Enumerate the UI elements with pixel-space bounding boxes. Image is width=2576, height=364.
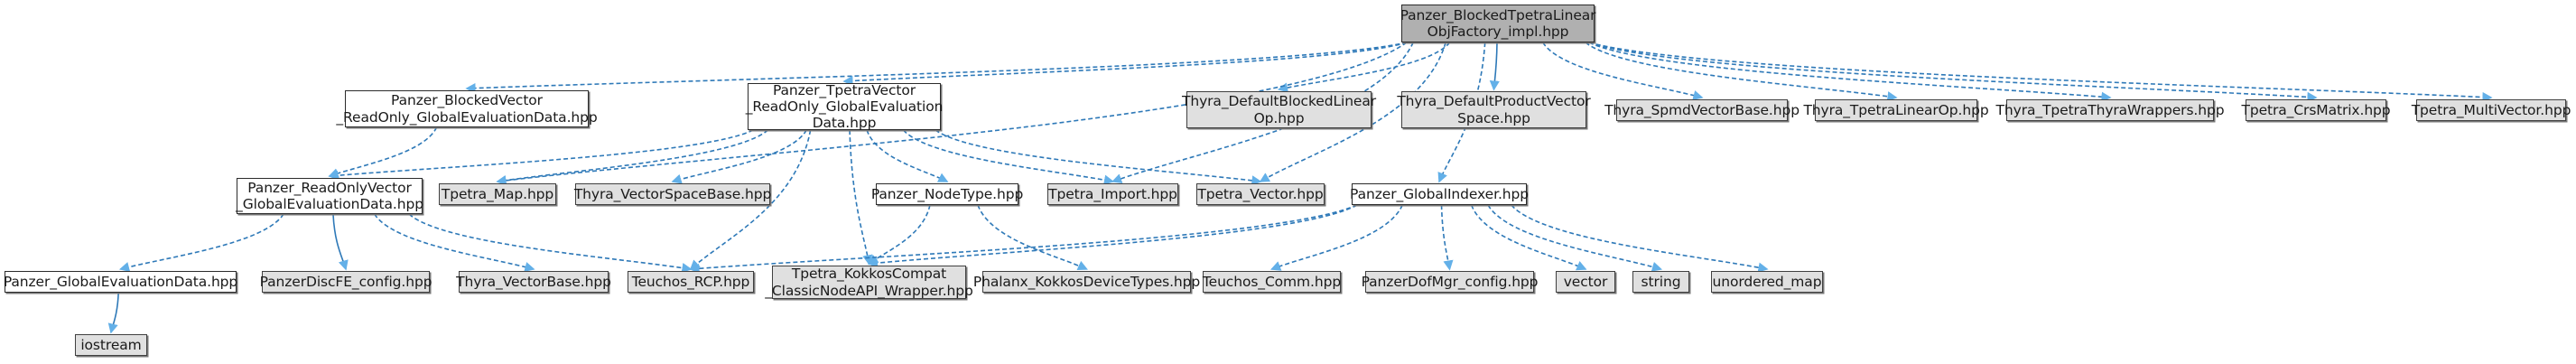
graph-node-dofmgrconfig[interactable]: PanzerDofMgr_config.hpp (1362, 271, 1539, 293)
graph-node-tpetraimport[interactable]: Tpetra_Import.hpp (1047, 183, 1178, 205)
graph-edge (935, 129, 1262, 186)
graph-edge (866, 129, 949, 182)
graph-node-kokkosdev[interactable]: Phalanx_KokkosDeviceTypes.hpp (973, 271, 1200, 293)
graph-edge (408, 213, 693, 274)
graph-edge (1277, 42, 1451, 93)
graph-node-nodetype[interactable]: Panzer_NodeType.hpp (871, 183, 1023, 205)
graph-node-thyradefprod[interactable]: Thyra_DefaultProductVector Space.hpp (1397, 91, 1591, 128)
graph-node-teuchoscomm[interactable]: Teuchos_Comm.hpp (1203, 271, 1341, 293)
graph-edge (1487, 204, 1663, 272)
graph-node-vectorbase[interactable]: Thyra_VectorBase.hpp (456, 271, 611, 293)
graph-node-multivector[interactable]: Tpetra_MultiVector.hpp (2412, 99, 2571, 121)
graph-edge (1270, 204, 1403, 271)
graph-node-blockedvec[interactable]: Panzer_BlockedVector _ReadOnly_GlobalEva… (336, 90, 598, 127)
graph-edge (496, 129, 769, 186)
graph-edge (842, 42, 1408, 87)
graph-node-kokkoscompat[interactable]: Tpetra_KokkosCompat _ClassicNodeAPI_Wrap… (765, 266, 973, 299)
graph-edge (1470, 204, 1587, 271)
graph-edge (671, 129, 807, 184)
graph-edge (689, 204, 1358, 274)
graph-edge (328, 129, 754, 181)
graph-node-tpetralinop[interactable]: Thyra_TpetraLinearOp.hpp (1803, 99, 1989, 121)
graph-edge (867, 204, 1358, 268)
graph-node-tpetravector[interactable]: Tpetra_Vector.hpp (1196, 183, 1325, 205)
graph-edge (977, 204, 1088, 271)
graph-node-string[interactable]: string (1632, 271, 1689, 293)
graph-edge (1588, 42, 2112, 102)
graph-node-vecspacebase[interactable]: Thyra_VectorSpaceBase.hpp (574, 183, 771, 205)
graph-edge (868, 204, 931, 265)
graph-edge (1585, 42, 1898, 102)
graph-node-tpetravec[interactable]: Panzer_TpetraVector _ReadOnly_GlobalEval… (745, 81, 944, 132)
graph-node-vector[interactable]: vector (1556, 271, 1615, 293)
graph-node-spmdvecbase[interactable]: Thyra_SpmdVectorBase.hpp (1604, 99, 1799, 121)
graph-node-iostream[interactable]: iostream (75, 334, 147, 356)
graph-edge (1511, 204, 1769, 273)
graph-edge (849, 129, 873, 266)
graph-edge (328, 126, 438, 179)
graph-edge (118, 213, 284, 272)
graph-node-thyrawrap[interactable]: Thyra_TpetraThyraWrappers.hpp (1996, 99, 2225, 121)
graph-edge (1588, 42, 2318, 103)
graph-node-tpetramap[interactable]: Tpetra_Map.hpp (439, 183, 556, 205)
graph-edge (374, 213, 535, 272)
graph-edge (332, 213, 349, 271)
graph-node-globalindexer[interactable]: Panzer_GlobalIndexer.hpp (1350, 183, 1529, 205)
graph-node-crsmatrix[interactable]: Tpetra_CrsMatrix.hpp (2241, 99, 2391, 121)
graph-node-globalevaldata[interactable]: Panzer_GlobalEvaluationData.hpp (4, 271, 237, 293)
graph-node-unorderedmap[interactable]: unordered_map (1711, 271, 1823, 293)
graph-edge (1440, 204, 1454, 271)
graph-node-discfeconfig[interactable]: PanzerDiscFE_config.hpp (260, 271, 432, 293)
graph-edge (1489, 42, 1500, 91)
graph-node-root[interactable]: Panzer_BlockedTpetraLinear ObjFactory_im… (1400, 5, 1596, 42)
graph-edge (107, 292, 119, 334)
graph-node-thyradefblocked[interactable]: Thyra_DefaultBlockedLinear Op.hpp (1182, 91, 1376, 128)
graph-edge (1542, 42, 1704, 100)
graph-node-teuchosrcp[interactable]: Teuchos_RCP.hpp (628, 271, 754, 293)
graph-edge (1588, 42, 2493, 103)
graph-node-readonlyvec[interactable]: Panzer_ReadOnlyVector _GlobalEvaluationD… (236, 178, 423, 214)
graph-edge (902, 129, 1115, 185)
